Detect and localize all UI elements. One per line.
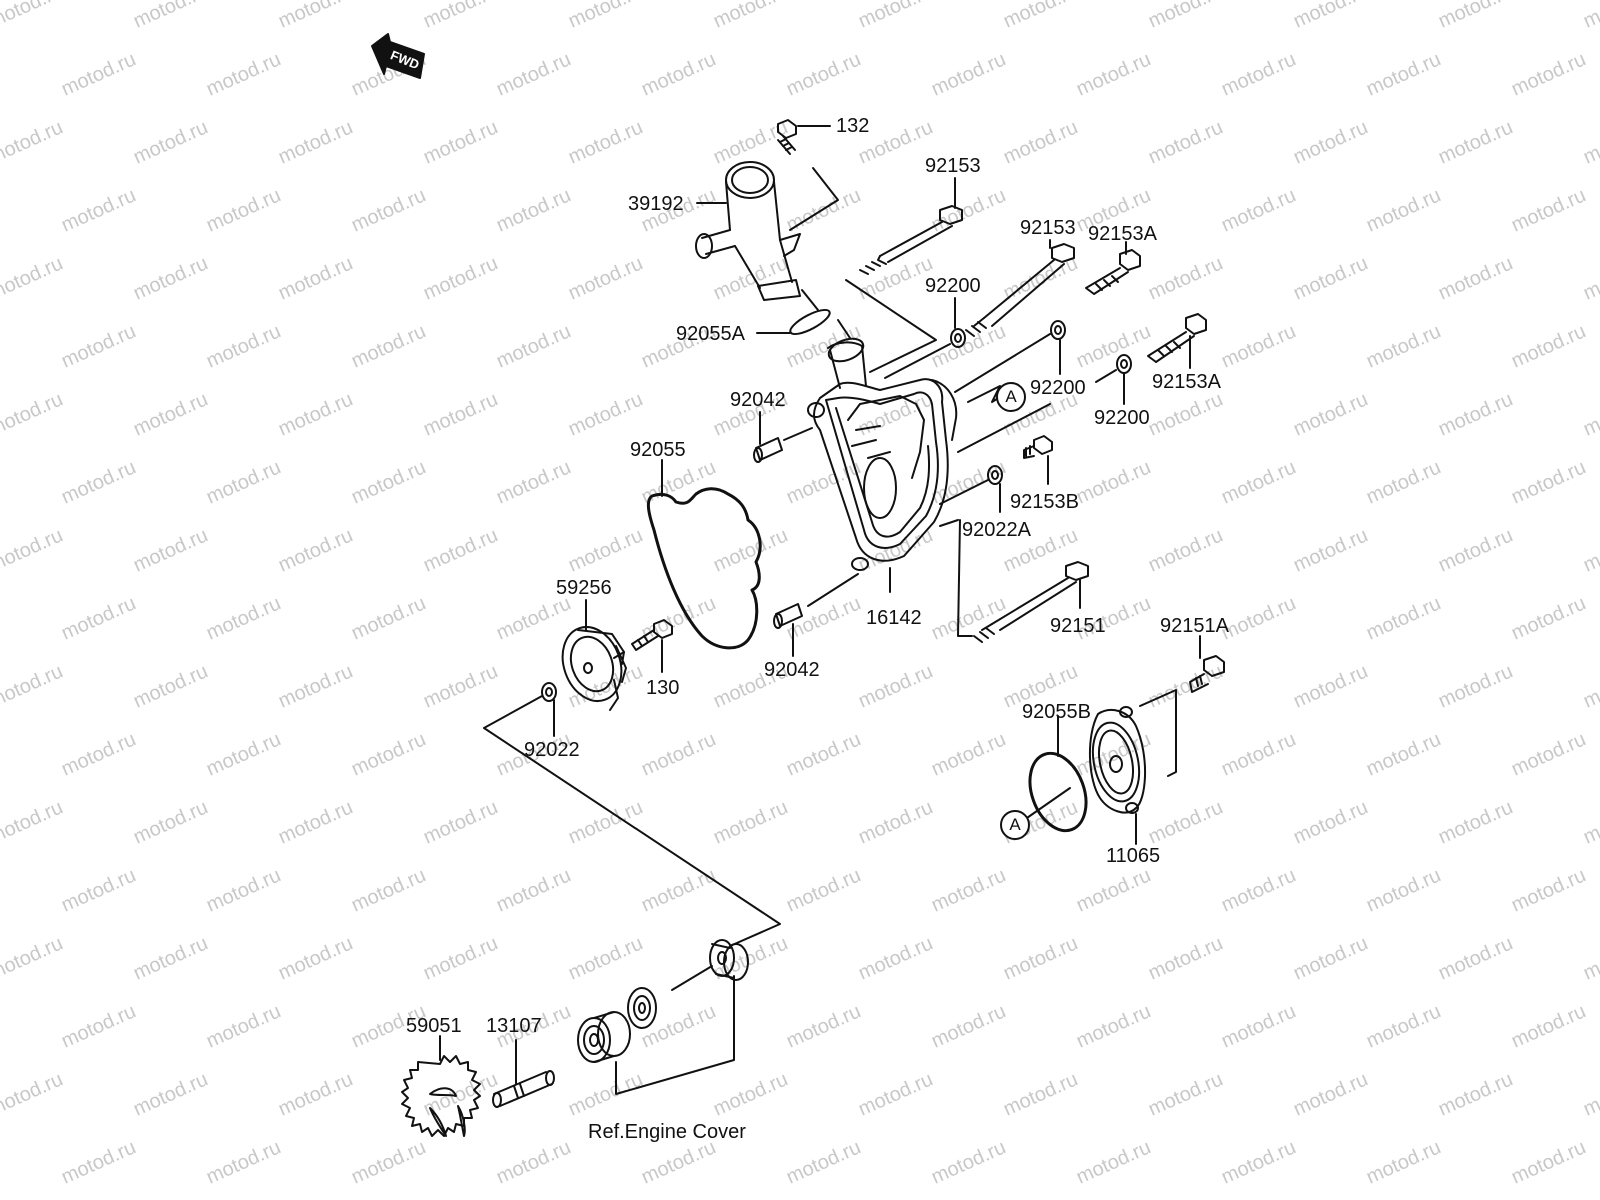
callout-a-lower: A bbox=[1000, 810, 1030, 840]
alignment-92042-1 bbox=[783, 427, 813, 441]
part-11065-cap[interactable] bbox=[1086, 706, 1146, 814]
part-92042-dowel-1[interactable] bbox=[753, 437, 783, 463]
part-13107-pump-shaft[interactable] bbox=[492, 1070, 555, 1108]
label-92042-2: 92042 bbox=[764, 659, 820, 681]
alignment-92200-1 bbox=[884, 343, 951, 379]
label-92153-2: 92153 bbox=[1020, 217, 1076, 239]
label-92022A: 92022A bbox=[962, 519, 1031, 541]
label-11065: 11065 bbox=[1106, 845, 1161, 867]
label-92153A-2: 92153A bbox=[1152, 371, 1221, 393]
label-59256: 59256 bbox=[556, 577, 612, 599]
alignment-92153-1 bbox=[845, 279, 937, 373]
alignment-92022A bbox=[939, 479, 989, 505]
alignment-shaft-line bbox=[483, 695, 781, 947]
label-39192: 39192 bbox=[628, 193, 684, 215]
label-16142: 16142 bbox=[866, 607, 922, 629]
label-92151A: 92151A bbox=[1160, 615, 1229, 637]
leader-132-alignment bbox=[789, 167, 839, 231]
part-92151-bolt[interactable] bbox=[973, 561, 1089, 643]
label-92200-1: 92200 bbox=[925, 275, 981, 297]
label-59051: 59051 bbox=[406, 1015, 462, 1037]
leader-92200-3b bbox=[1095, 369, 1117, 383]
ref-bracket bbox=[615, 975, 735, 1095]
callout-a-upper: A bbox=[996, 382, 1026, 412]
alignment-92200-2 bbox=[954, 333, 1051, 393]
label-92153A-1: 92153A bbox=[1088, 223, 1157, 245]
part-92153A-bolt-1[interactable] bbox=[1085, 249, 1141, 295]
part-92022-washer[interactable] bbox=[541, 682, 557, 702]
part-130-bolt[interactable] bbox=[631, 619, 673, 651]
part-bearing[interactable] bbox=[577, 1011, 631, 1063]
part-92055-gasket[interactable] bbox=[646, 487, 762, 650]
alignment-92042-2 bbox=[807, 573, 859, 607]
label-92055: 92055 bbox=[630, 439, 686, 461]
part-92200-washer-3[interactable] bbox=[1116, 354, 1132, 374]
alignment-130 bbox=[613, 651, 625, 659]
label-13107: 13107 bbox=[486, 1015, 542, 1037]
alignment-92200-2b bbox=[957, 403, 1051, 453]
part-16142-pump-cover[interactable] bbox=[807, 334, 958, 571]
alignment-92055B bbox=[1023, 787, 1071, 821]
part-59051-pump-gear[interactable] bbox=[401, 1055, 481, 1137]
label-92055B: 92055B bbox=[1022, 701, 1091, 723]
alignment-pipe bbox=[801, 289, 819, 311]
alignment-seal bbox=[671, 965, 713, 991]
label-130: 130 bbox=[646, 677, 680, 699]
alignment-92151b bbox=[939, 519, 959, 527]
label-92022: 92022 bbox=[524, 739, 580, 761]
label-92042-1: 92042 bbox=[730, 389, 786, 411]
reference-note: Ref.Engine Cover bbox=[588, 1121, 746, 1143]
part-seal-inner[interactable] bbox=[627, 987, 657, 1029]
part-seal-outer[interactable] bbox=[709, 939, 749, 981]
label-92200-3: 92200 bbox=[1094, 407, 1150, 429]
label-92153B: 92153B bbox=[1010, 491, 1079, 513]
part-92055B-oring[interactable] bbox=[1020, 746, 1096, 839]
part-92153-bolt-2[interactable] bbox=[965, 243, 1075, 337]
part-39192-pipe[interactable] bbox=[695, 161, 801, 301]
part-132-bolt[interactable] bbox=[777, 119, 797, 155]
part-92153B-drain-bolt[interactable] bbox=[1023, 435, 1053, 459]
part-92042-dowel-2[interactable] bbox=[773, 603, 803, 629]
part-92200-washer-2[interactable] bbox=[1050, 320, 1066, 340]
part-92153A-bolt-2[interactable] bbox=[1147, 313, 1207, 363]
part-92022A-washer[interactable] bbox=[987, 465, 1003, 485]
alignment-pipe-2 bbox=[837, 319, 851, 339]
part-92153-bolt-1[interactable] bbox=[859, 205, 963, 275]
label-92153-1: 92153 bbox=[925, 155, 981, 177]
label-92055A: 92055A bbox=[676, 323, 745, 345]
alignment-92151 bbox=[957, 519, 973, 637]
alignment-92151A bbox=[1139, 689, 1177, 777]
part-59256-impeller[interactable] bbox=[553, 619, 632, 711]
part-92055A-oring[interactable] bbox=[787, 305, 832, 338]
fwd-arrow-icon: FWD bbox=[371, 33, 425, 79]
label-92151: 92151 bbox=[1050, 615, 1106, 637]
label-92200-2: 92200 bbox=[1030, 377, 1086, 399]
label-132: 132 bbox=[836, 115, 870, 137]
part-92151A-bolt[interactable] bbox=[1189, 655, 1225, 693]
part-92200-washer-1[interactable] bbox=[950, 328, 966, 348]
